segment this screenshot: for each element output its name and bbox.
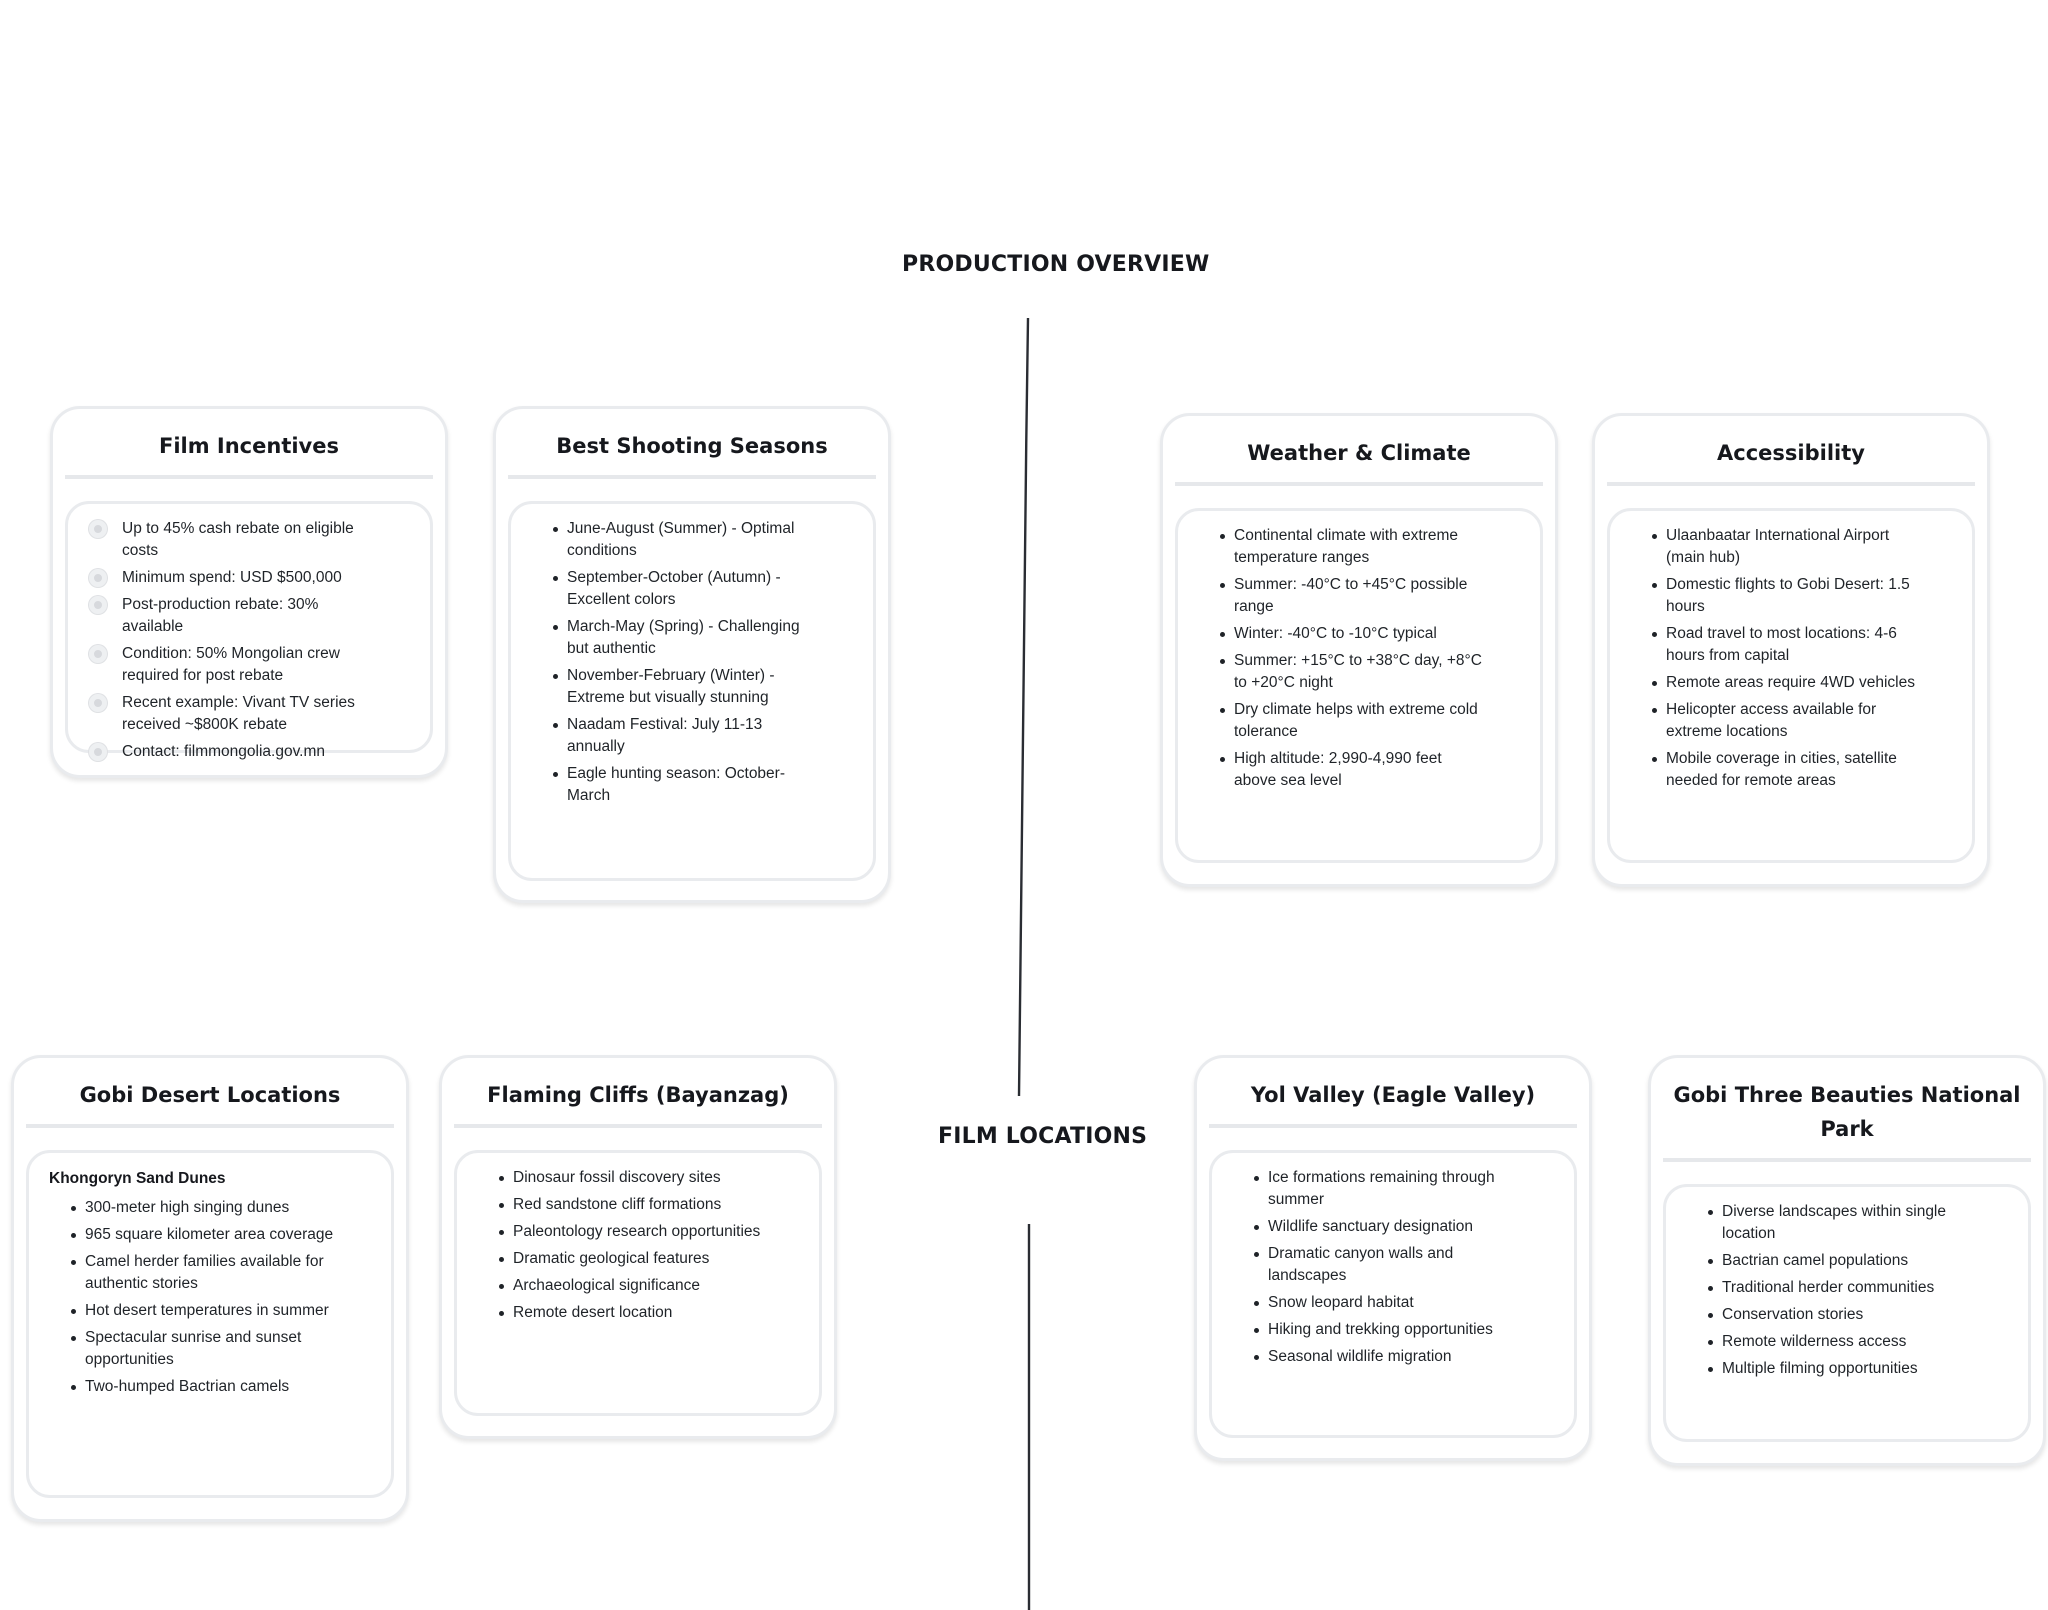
list-item: Recent example: Vivant TV series receive… <box>89 692 410 736</box>
list-item: Dramatic canyon walls and landscapes <box>1254 1243 1554 1287</box>
incentives-list: Up to 45% cash rebate on eligible costs … <box>88 518 410 763</box>
card-title: Flaming Cliffs (Bayanzag) <box>454 1072 822 1128</box>
list-item: Condition: 50% Mongolian crew required f… <box>89 643 410 687</box>
card-title: Best Shooting Seasons <box>508 423 876 479</box>
list-item: Winter: -40°C to -10°C typical <box>1220 623 1520 645</box>
list-item: Domestic flights to Gobi Desert: 1.5 hou… <box>1652 574 1952 618</box>
list-item: Diverse landscapes within single locatio… <box>1708 1201 2008 1245</box>
list-item: Camel herder families available for auth… <box>71 1251 371 1295</box>
cliffs-list: Dinosaur fossil discovery sites Red sand… <box>477 1167 799 1324</box>
yol-list: Ice formations remaining through summer … <box>1232 1167 1554 1368</box>
card-body: Dinosaur fossil discovery sites Red sand… <box>454 1150 822 1416</box>
card-flaming-cliffs: Flaming Cliffs (Bayanzag) Dinosaur fossi… <box>439 1055 837 1439</box>
list-item: Contact: filmmongolia.gov.mn <box>89 741 410 763</box>
list-item: Bactrian camel populations <box>1708 1250 2008 1272</box>
card-subheading: Khongoryn Sand Dunes <box>49 1170 226 1187</box>
list-item: Archaeological significance <box>499 1275 799 1297</box>
section-title-film-locations: FILM LOCATIONS <box>938 1124 1148 1149</box>
list-item: Road travel to most locations: 4-6 hours… <box>1652 623 1952 667</box>
list-item: Wildlife sanctuary designation <box>1254 1216 1554 1238</box>
list-item: Post-production rebate: 30% available <box>89 594 410 638</box>
list-item: Remote desert location <box>499 1302 799 1324</box>
card-body: Ulaanbaatar International Airport (main … <box>1607 508 1975 863</box>
list-item: Summer: -40°C to +45°C possible range <box>1220 574 1520 618</box>
list-item: March-May (Spring) - Challenging but aut… <box>553 616 853 660</box>
list-item: Hot desert temperatures in summer <box>71 1300 371 1322</box>
list-item: November-February (Winter) - Extreme but… <box>553 665 853 709</box>
list-item: Dramatic geological features <box>499 1248 799 1270</box>
list-item: Dinosaur fossil discovery sites <box>499 1167 799 1189</box>
list-item: Traditional herder communities <box>1708 1277 2008 1299</box>
card-body: Khongoryn Sand Dunes 300-meter high sing… <box>26 1150 394 1498</box>
card-yol-valley: Yol Valley (Eagle Valley) Ice formations… <box>1194 1055 1592 1461</box>
seasons-list: June-August (Summer) - Optimal condition… <box>531 518 853 807</box>
list-item: Red sandstone cliff formations <box>499 1194 799 1216</box>
card-best-shooting-seasons: Best Shooting Seasons June-August (Summe… <box>493 406 891 903</box>
card-body: Up to 45% cash rebate on eligible costs … <box>65 501 433 761</box>
list-item: Dry climate helps with extreme cold tole… <box>1220 699 1520 743</box>
card-title: Gobi Three Beauties National Park <box>1663 1072 2031 1162</box>
list-item: September-October (Autumn) - Excellent c… <box>553 567 853 611</box>
list-item: Seasonal wildlife migration <box>1254 1346 1554 1368</box>
list-item: Spectacular sunrise and sunset opportuni… <box>71 1327 371 1371</box>
list-item: June-August (Summer) - Optimal condition… <box>553 518 853 562</box>
list-item: Two-humped Bactrian camels <box>71 1376 371 1398</box>
list-item: Hiking and trekking opportunities <box>1254 1319 1554 1341</box>
list-item: Up to 45% cash rebate on eligible costs <box>89 518 410 562</box>
list-item: Eagle hunting season: October-March <box>553 763 853 807</box>
list-item: Conservation stories <box>1708 1304 2008 1326</box>
list-item: 300-meter high singing dunes <box>71 1197 371 1219</box>
gobi-list: 300-meter high singing dunes 965 square … <box>49 1197 371 1398</box>
list-item: Continental climate with extreme tempera… <box>1220 525 1520 569</box>
list-item: Remote areas require 4WD vehicles <box>1652 672 1952 694</box>
card-body: June-August (Summer) - Optimal condition… <box>508 501 876 881</box>
card-title: Accessibility <box>1607 430 1975 486</box>
card-film-incentives: Film Incentives Up to 45% cash rebate on… <box>50 406 448 778</box>
list-item: Ice formations remaining through summer <box>1254 1167 1554 1211</box>
list-item: Remote wilderness access <box>1708 1331 2008 1353</box>
card-body: Continental climate with extreme tempera… <box>1175 508 1543 863</box>
list-item: 965 square kilometer area coverage <box>71 1224 371 1246</box>
list-item: Multiple filming opportunities <box>1708 1358 2008 1380</box>
list-item: Summer: +15°C to +38°C day, +8°C to +20°… <box>1220 650 1520 694</box>
card-accessibility: Accessibility Ulaanbaatar International … <box>1592 413 1990 887</box>
card-title: Gobi Desert Locations <box>26 1072 394 1128</box>
card-weather-climate: Weather & Climate Continental climate wi… <box>1160 413 1558 887</box>
list-item: Helicopter access available for extreme … <box>1652 699 1952 743</box>
list-item: Paleontology research opportunities <box>499 1221 799 1243</box>
card-title: Weather & Climate <box>1175 430 1543 486</box>
card-gobi-three-beauties: Gobi Three Beauties National Park Divers… <box>1648 1055 2046 1466</box>
list-item: Naadam Festival: July 11-13 annually <box>553 714 853 758</box>
list-item: Minimum spend: USD $500,000 <box>89 567 410 589</box>
section-title-production-overview: PRODUCTION OVERVIEW <box>902 252 1210 277</box>
list-item: High altitude: 2,990-4,990 feet above se… <box>1220 748 1520 792</box>
weather-list: Continental climate with extreme tempera… <box>1198 525 1520 792</box>
card-title: Film Incentives <box>65 423 433 479</box>
card-title: Yol Valley (Eagle Valley) <box>1209 1072 1577 1128</box>
beauties-list: Diverse landscapes within single locatio… <box>1686 1201 2008 1380</box>
card-body: Diverse landscapes within single locatio… <box>1663 1184 2031 1442</box>
accessibility-list: Ulaanbaatar International Airport (main … <box>1630 525 1952 792</box>
card-body: Ice formations remaining through summer … <box>1209 1150 1577 1438</box>
card-gobi-desert-locations: Gobi Desert Locations Khongoryn Sand Dun… <box>11 1055 409 1522</box>
list-item: Ulaanbaatar International Airport (main … <box>1652 525 1952 569</box>
list-item: Mobile coverage in cities, satellite nee… <box>1652 748 1952 792</box>
list-item: Snow leopard habitat <box>1254 1292 1554 1314</box>
